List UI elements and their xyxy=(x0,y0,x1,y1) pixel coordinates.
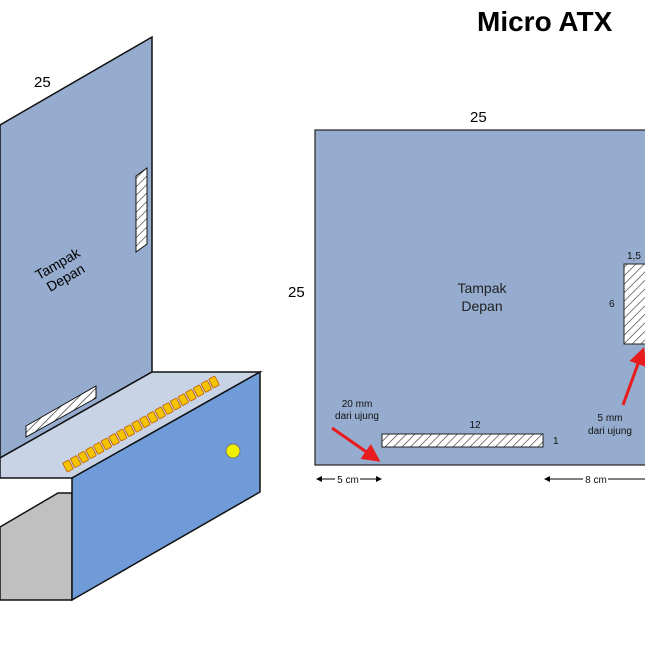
slot-length-label: 12 xyxy=(469,420,481,431)
front-panel xyxy=(314,129,645,466)
red-arrow-left xyxy=(331,426,381,462)
horizontal-slot-front xyxy=(381,433,544,448)
led-indicator xyxy=(93,442,105,455)
led-indicator xyxy=(62,459,74,473)
back-panel-width-label: 25 xyxy=(34,74,51,91)
led-indicator xyxy=(170,397,182,411)
vertical-slot xyxy=(135,167,148,253)
led-indicator xyxy=(123,424,135,437)
led-indicator xyxy=(200,380,212,393)
front-box xyxy=(71,370,261,602)
vertical-slot-front xyxy=(623,263,645,345)
led-indicator xyxy=(154,406,166,420)
led-indicator xyxy=(162,402,174,415)
slot-height-label: 1 xyxy=(553,436,559,447)
side-height-label: 25 xyxy=(288,284,305,301)
note-right-2: dari ujung xyxy=(588,426,632,437)
red-arrow-right xyxy=(621,347,645,406)
horizontal-slot xyxy=(25,385,97,438)
led-indicator xyxy=(147,411,159,424)
dim-right-label: 8 cm xyxy=(585,475,607,486)
note-left-1: 20 mm xyxy=(342,399,373,410)
led-indicator xyxy=(208,375,220,389)
led-indicator xyxy=(77,451,89,464)
led-indicator xyxy=(116,428,128,442)
note-left-2: dari ujung xyxy=(335,411,379,422)
led-indicator xyxy=(185,389,197,402)
vslot-height-label: 6 xyxy=(609,299,615,310)
gray-side xyxy=(0,492,73,601)
top-width-label: 25 xyxy=(470,109,487,126)
panel-label-2: Depan xyxy=(461,298,502,314)
led-indicator xyxy=(177,393,189,406)
led-indicator xyxy=(85,446,97,459)
led-indicator xyxy=(70,455,82,468)
led-row xyxy=(62,375,220,473)
front-view: 25 25 Tampak Depan 12 1 1,5 6 20 mm dari… xyxy=(288,109,645,486)
led-indicator xyxy=(139,415,151,428)
led-indicator xyxy=(100,437,112,451)
led-indicator xyxy=(108,433,120,446)
vslot-width-label: 1,5 xyxy=(627,251,641,262)
led-indicator xyxy=(131,420,143,433)
title: Micro ATX xyxy=(477,6,613,37)
power-button-dot xyxy=(225,443,241,459)
led-indicator xyxy=(193,384,205,397)
note-right-1: 5 mm xyxy=(598,413,623,424)
isometric-view: 25 Tampak Depan xyxy=(0,35,263,602)
panel-label-1: Tampak xyxy=(457,280,507,296)
dim-left-label: 5 cm xyxy=(337,475,359,486)
